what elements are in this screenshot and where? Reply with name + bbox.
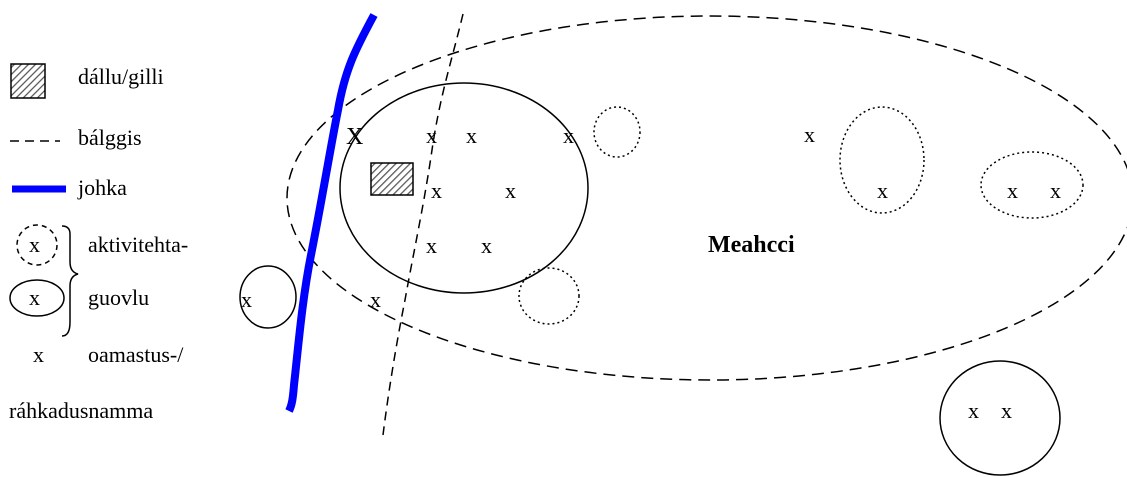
river-line (285, 13, 378, 413)
legend-river-label: johka (77, 175, 127, 200)
legend-dashed-label: bálggis (78, 125, 142, 150)
legend-point-x: x (33, 342, 44, 367)
name-point: x (481, 233, 492, 258)
name-point: x (431, 178, 442, 203)
name-point: x (1050, 178, 1061, 203)
legend-activity-label-1: aktivitehta- (88, 232, 188, 257)
activity-area-dotted-2 (518, 267, 580, 325)
name-point: x (426, 123, 437, 148)
activity-area-dotted-3 (839, 106, 925, 214)
name-point: x (426, 233, 437, 258)
map-area: Meahcci X x x x x x x x x x x x x x x x (239, 13, 1127, 476)
name-point-big: X (346, 124, 363, 150)
activity-area-dotted-1 (593, 106, 641, 158)
name-point: x (877, 178, 888, 203)
forest-boundary-dashed (286, 15, 1127, 381)
legend-hatched-swatch (10, 63, 46, 99)
activity-area-solid-main (339, 82, 589, 294)
name-point: x (1007, 178, 1018, 203)
legend-point-label-1: oamastus-/ (88, 342, 184, 367)
name-point: x (1001, 398, 1012, 423)
legend: dállu/gilli bálggis johka x x aktiviteht… (9, 63, 188, 423)
name-point: x (968, 398, 979, 423)
legend-dotted-area-swatch (16, 224, 58, 266)
name-point: x (370, 287, 381, 312)
legend-solid-area-swatch (9, 279, 65, 317)
legend-x-in-dashed: x (29, 232, 40, 257)
activity-area-dotted-4 (980, 151, 1084, 219)
legend-point-label-2: ráhkadusnamma (9, 398, 153, 423)
name-point: x (563, 123, 574, 148)
name-point: x (466, 123, 477, 148)
activity-area-solid-left (239, 265, 297, 329)
legend-x-in-solid: x (29, 285, 40, 310)
activity-area-solid-bottom-right (939, 360, 1061, 476)
name-point: x (505, 178, 516, 203)
legend-hatched-label: dállu/gilli (78, 64, 164, 89)
forest-label: Meahcci (708, 232, 795, 258)
track-dashed-line (382, 13, 464, 436)
name-point: x (241, 287, 252, 312)
house-hatched (370, 162, 414, 196)
legend-activity-label-2: guovlu (88, 285, 149, 310)
legend-brace-icon (61, 225, 79, 337)
name-point: x (804, 122, 815, 147)
